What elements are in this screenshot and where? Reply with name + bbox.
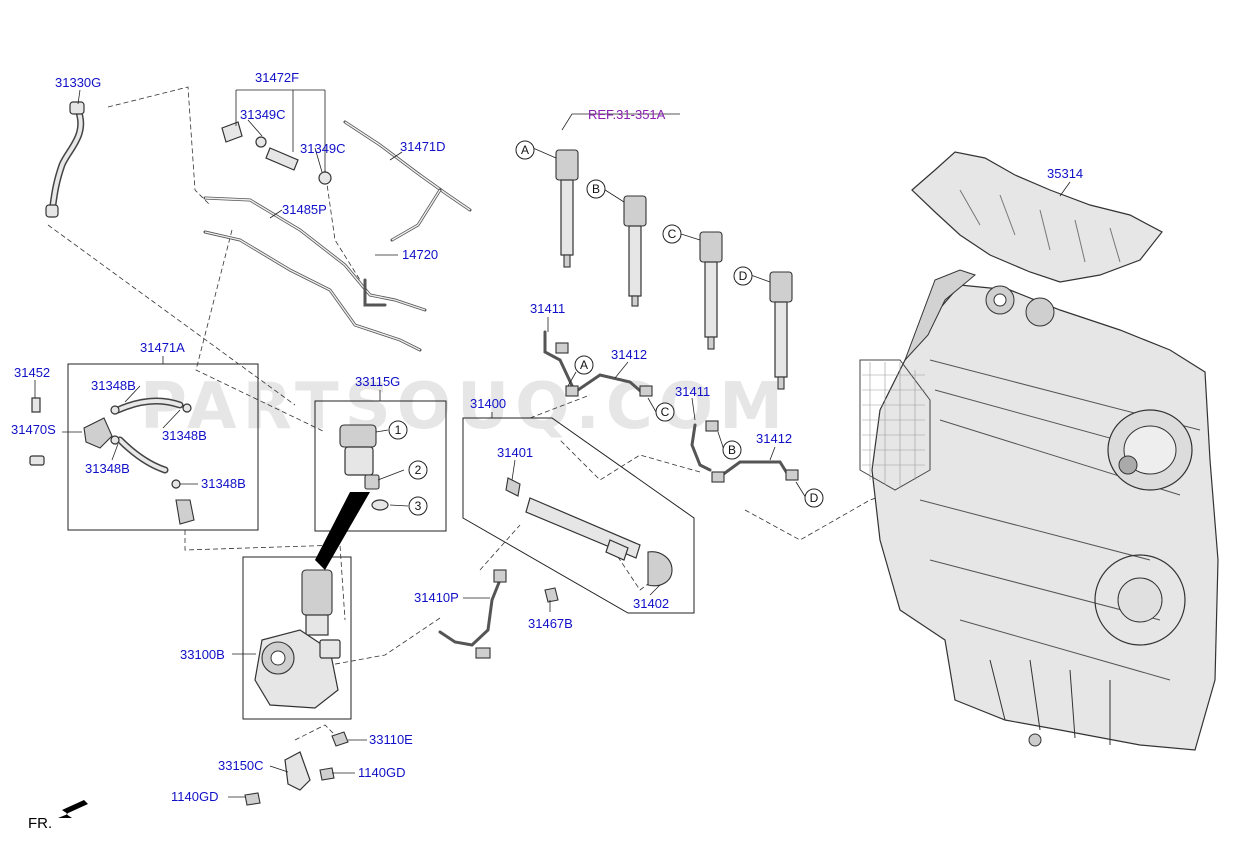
leader-lines [34,89,1071,798]
injector-4[interactable] [769,271,793,390]
part-labels: 31330G 31472F 31349C 31349C 31471D 31485… [11,70,1083,804]
svg-text:A: A [580,358,588,372]
label-31349C-b[interactable]: 31349C [300,141,346,156]
svg-text:D: D [810,491,819,505]
pipe-31471D[interactable] [343,120,472,242]
callout-injector-c[interactable]: C [662,224,682,244]
pipe-31485P[interactable] [203,196,427,352]
injector-3[interactable] [699,231,723,350]
injector-2[interactable] [623,195,647,307]
hose-31330G[interactable] [45,101,85,218]
callout-injector-b[interactable]: B [586,179,606,199]
label-31412-b[interactable]: 31412 [756,431,792,446]
harness-31410P[interactable] [438,569,507,659]
label-31349C-a[interactable]: 31349C [240,107,286,122]
label-ref-31-351A[interactable]: REF.31-351A [588,107,666,122]
cover-35314[interactable] [911,151,1163,283]
label-33110E[interactable]: 33110E [369,732,413,747]
label-31410P[interactable]: 31410P [414,590,459,605]
front-arrow-icon [58,800,88,818]
svg-text:3: 3 [415,499,422,513]
svg-text:C: C [668,227,677,241]
callout-pipe-b[interactable]: B [722,440,742,460]
label-31348B-c[interactable]: 31348B [85,461,130,476]
watermark-text: PARTSOUQ.COM [140,370,789,444]
pointer-wedge [315,492,370,570]
label-1140GD-a[interactable]: 1140GD [358,765,405,780]
label-33150C[interactable]: 33150C [218,758,264,773]
pump-33100B[interactable] [254,569,341,709]
injection-pipes[interactable] [543,330,799,483]
label-31348B-b[interactable]: 31348B [162,428,207,443]
label-31471A[interactable]: 31471A [140,340,185,355]
label-31470S[interactable]: 31470S [11,422,56,437]
label-31471D[interactable]: 31471D [400,139,446,154]
bolts [244,587,559,806]
label-31348B-d[interactable]: 31348B [201,476,246,491]
svg-text:2: 2 [415,463,422,477]
label-31411-b[interactable]: 31411 [675,384,710,399]
svg-text:C: C [661,405,670,419]
label-31472F[interactable]: 31472F [255,70,299,85]
injector-1[interactable] [555,149,579,268]
engine-block [859,269,1219,751]
callout-sub-3[interactable]: 3 [408,496,428,516]
svg-text:1: 1 [395,423,402,437]
label-14720[interactable]: 14720 [402,247,438,262]
callout-sub-1[interactable]: 1 [388,420,408,440]
fuel-rail-31400[interactable] [505,477,673,587]
label-31402[interactable]: 31402 [633,596,669,611]
label-31400[interactable]: 31400 [470,396,506,411]
callout-injector-d[interactable]: D [733,266,753,286]
svg-text:B: B [728,443,736,457]
label-31411-a[interactable]: 31411 [530,301,565,316]
callout-injector-a[interactable]: A [515,140,535,160]
front-label: FR. [28,815,52,832]
callout-pipe-c[interactable]: C [655,402,675,422]
front-direction-marker: FR. [28,800,88,832]
label-1140GD-b[interactable]: 1140GD [171,789,218,804]
box-33115G [314,400,447,532]
callout-pipe-a[interactable]: A [574,355,594,375]
svg-text:A: A [521,143,529,157]
label-31401[interactable]: 31401 [497,445,533,460]
valve-33115G[interactable] [339,424,389,511]
letter-callouts: A B C D A C B D 1 2 3 [388,140,824,516]
label-31348B-a[interactable]: 31348B [91,378,136,393]
label-31485P[interactable]: 31485P [282,202,327,217]
callout-pipe-d[interactable]: D [804,488,824,508]
connector-31472F[interactable] [221,121,332,185]
box-31400 [462,417,695,614]
label-33100B[interactable]: 33100B [180,647,225,662]
bracket-33150C[interactable] [284,751,311,791]
label-33115G[interactable]: 33115G [355,374,400,389]
svg-text:B: B [592,182,600,196]
hose-assembly-31471A[interactable] [29,397,195,525]
callout-sub-2[interactable]: 2 [408,460,428,480]
label-35314[interactable]: 35314 [1047,166,1083,181]
label-31330G[interactable]: 31330G [55,75,101,90]
label-31412-a[interactable]: 31412 [611,347,647,362]
box-33100B [242,556,352,720]
label-31467B[interactable]: 31467B [528,616,573,631]
svg-text:D: D [739,269,748,283]
label-31452[interactable]: 31452 [14,365,50,380]
